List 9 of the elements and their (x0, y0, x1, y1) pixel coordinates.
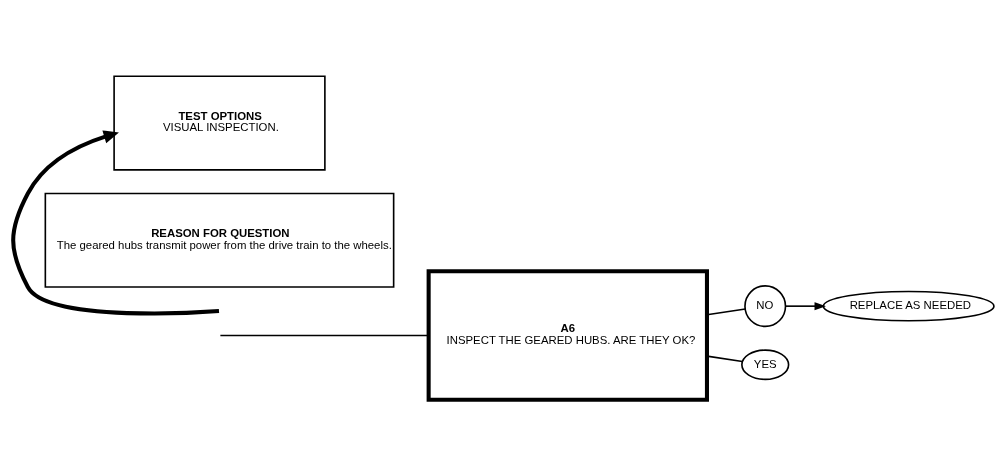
node-box: REASON FOR QUESTION The geared hubs transmit power from the drive train to the wheels. (44, 192, 394, 288)
node-ellipse: REPLACE AS NEEDED (822, 290, 995, 322)
node-circle: NO (743, 284, 786, 327)
arrow (784, 301, 826, 310)
node-box: TEST OPTIONS VISUAL INSPECTION. (112, 74, 326, 171)
connector (219, 334, 429, 336)
arrow (10, 129, 219, 316)
node-ellipse: YES (740, 348, 789, 380)
node-box: A6 INSPECT THE GEARED HUBS. ARE THEY OK? (426, 268, 709, 402)
